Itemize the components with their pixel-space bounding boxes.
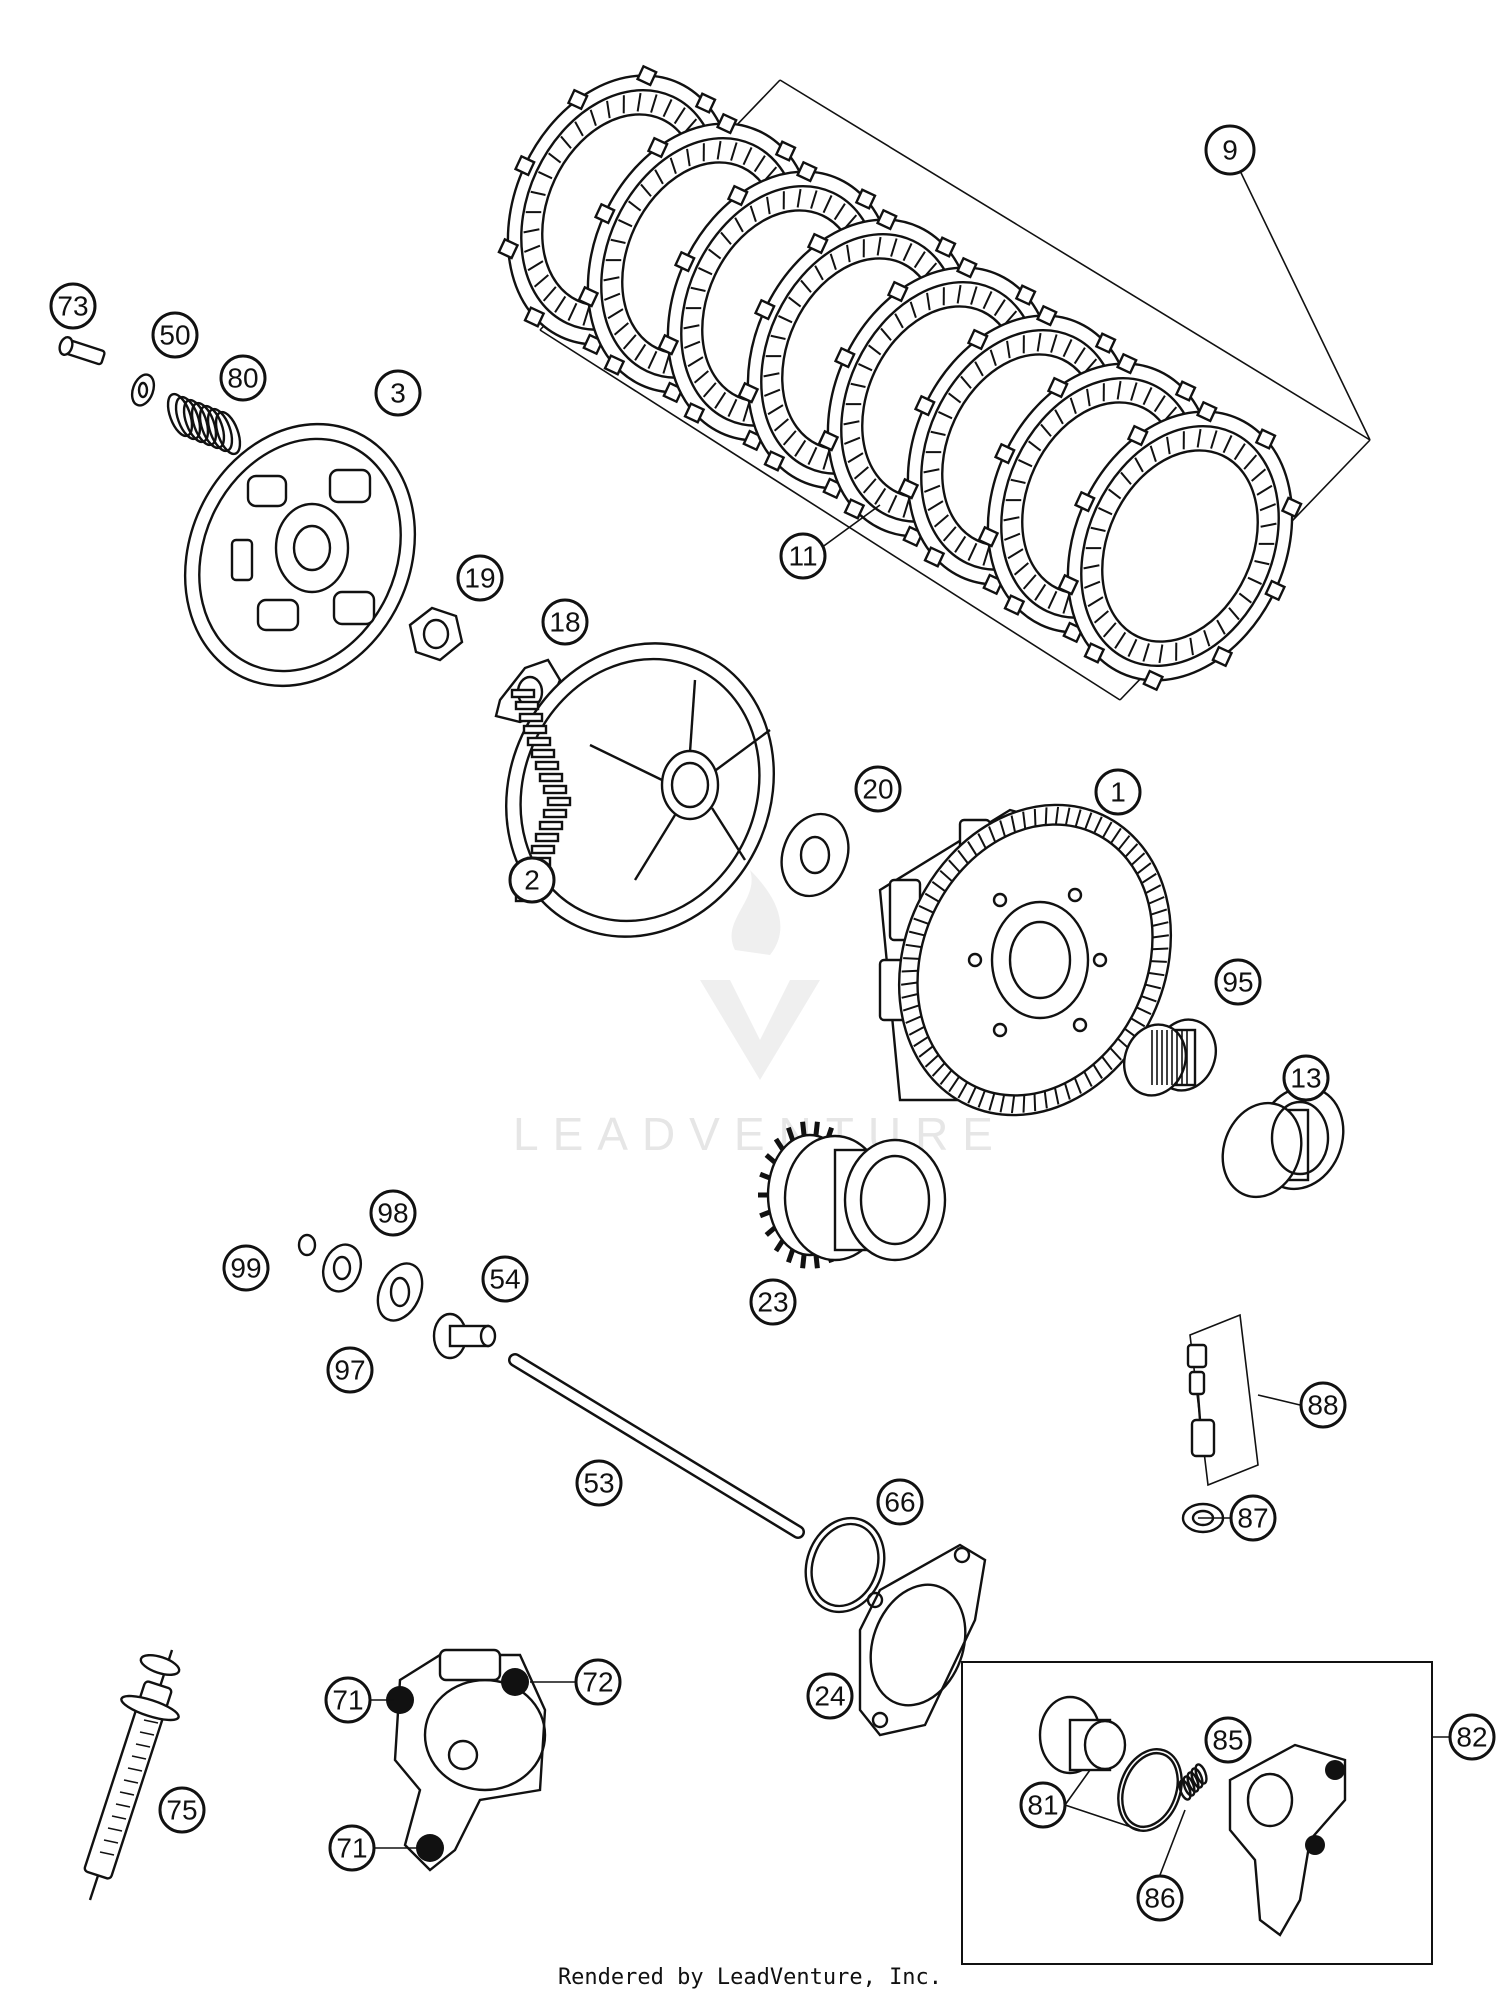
callout-24: 24 <box>806 1672 854 1720</box>
callout-19: 19 <box>456 554 504 602</box>
svg-text:81: 81 <box>1027 1790 1058 1821</box>
svg-text:19: 19 <box>464 563 495 594</box>
svg-text:80: 80 <box>227 363 258 394</box>
o-ring-85 <box>1117 1748 1183 1832</box>
svg-text:54: 54 <box>489 1264 520 1295</box>
footer-credit: Rendered by LeadVenture, Inc. <box>557 1965 943 1990</box>
callout-95: 95 <box>1214 958 1262 1006</box>
clutch-disc-stack <box>497 64 1371 701</box>
slave-cylinder-82 <box>1228 1743 1347 1937</box>
callout-82: 82 <box>1448 1713 1496 1761</box>
piston-81 <box>1038 1695 1127 1775</box>
callout-9: 9 <box>1204 124 1256 176</box>
svg-text:86: 86 <box>1144 1883 1175 1914</box>
svg-text:3: 3 <box>390 378 406 409</box>
inner-clutch-hub <box>505 642 775 938</box>
clutch-basket <box>878 803 1173 1117</box>
callout-80: 80 <box>219 354 267 402</box>
svg-text:1: 1 <box>1110 777 1126 808</box>
callout-2: 2 <box>508 856 556 904</box>
svg-text:24: 24 <box>814 1681 845 1712</box>
callout-3: 3 <box>374 369 422 417</box>
svg-text:95: 95 <box>1222 967 1253 998</box>
steel-disc <box>1057 400 1303 692</box>
callout-1: 1 <box>1094 768 1142 816</box>
svg-text:72: 72 <box>582 1667 613 1698</box>
svg-text:99: 99 <box>230 1253 261 1284</box>
nut-19 <box>408 606 464 662</box>
callout-18: 18 <box>541 598 589 646</box>
svg-text:23: 23 <box>757 1287 788 1318</box>
spring-80 <box>166 392 242 456</box>
callout-50: 50 <box>151 311 199 359</box>
pressure-plate <box>183 422 417 688</box>
callout-53: 53 <box>575 1459 623 1507</box>
svg-text:13: 13 <box>1290 1063 1321 1094</box>
spring-86 <box>1178 1763 1208 1801</box>
bleed-screw-kit-88 <box>1186 1313 1259 1487</box>
o-ring-66 <box>804 1516 886 1614</box>
svg-text:85: 85 <box>1212 1725 1243 1756</box>
svg-text:82: 82 <box>1456 1722 1487 1753</box>
callout-71-bottom: 71 <box>328 1824 376 1872</box>
watermark-text: LEADVENTURE <box>513 1108 1007 1160</box>
slave-cylinder-kit-82 <box>961 1661 1450 1965</box>
callout-87: 87 <box>1229 1494 1277 1542</box>
callout-54: 54 <box>481 1255 529 1303</box>
svg-text:97: 97 <box>334 1355 365 1386</box>
callout-97: 97 <box>326 1346 374 1394</box>
svg-text:18: 18 <box>549 607 580 638</box>
svg-text:75: 75 <box>166 1795 197 1826</box>
slave-cylinder-housing <box>386 1648 547 1872</box>
svg-text:20: 20 <box>862 774 893 805</box>
callout-88: 88 <box>1299 1381 1347 1429</box>
screw-73 <box>58 336 106 366</box>
svg-text:11: 11 <box>788 541 817 572</box>
svg-text:87: 87 <box>1237 1503 1268 1534</box>
svg-text:71: 71 <box>336 1833 367 1864</box>
callout-11: 11 <box>779 532 827 580</box>
svg-text:98: 98 <box>377 1198 408 1229</box>
callout-75: 75 <box>158 1786 206 1834</box>
callout-66: 66 <box>876 1478 924 1526</box>
callout-98: 98 <box>369 1189 417 1237</box>
washer-50 <box>130 373 156 407</box>
callout-72: 72 <box>574 1658 622 1706</box>
callout-23: 23 <box>749 1278 797 1326</box>
callout-86: 86 <box>1136 1874 1184 1922</box>
svg-text:9: 9 <box>1222 135 1238 166</box>
primary-gear-23 <box>758 1121 947 1269</box>
leader-lines <box>370 149 1371 1876</box>
callout-85: 85 <box>1204 1716 1252 1764</box>
circlip-99 <box>297 1233 317 1257</box>
callout-81: 81 <box>1019 1781 1067 1829</box>
callout-20: 20 <box>854 765 902 813</box>
callout-13: 13 <box>1282 1054 1330 1102</box>
thrust-washer-20 <box>780 812 850 898</box>
svg-text:53: 53 <box>583 1468 614 1499</box>
washer-98 <box>321 1243 363 1293</box>
gasket-24 <box>858 1543 987 1737</box>
svg-text:88: 88 <box>1307 1390 1338 1421</box>
callout-99: 99 <box>222 1244 270 1292</box>
svg-text:66: 66 <box>884 1487 915 1518</box>
grease-syringe-75 <box>83 1649 181 1901</box>
push-rod-53 <box>508 1353 805 1539</box>
callout-73: 73 <box>49 282 97 330</box>
push-piece-54 <box>432 1312 497 1360</box>
callout-71-top: 71 <box>324 1676 372 1724</box>
svg-text:73: 73 <box>57 291 88 322</box>
svg-text:2: 2 <box>524 865 540 896</box>
svg-text:50: 50 <box>159 320 190 351</box>
svg-text:71: 71 <box>332 1685 363 1716</box>
needle-bearing-95 <box>1123 1018 1217 1097</box>
bushing-13 <box>1221 1085 1345 1199</box>
thrust-bearing-97 <box>376 1262 424 1322</box>
